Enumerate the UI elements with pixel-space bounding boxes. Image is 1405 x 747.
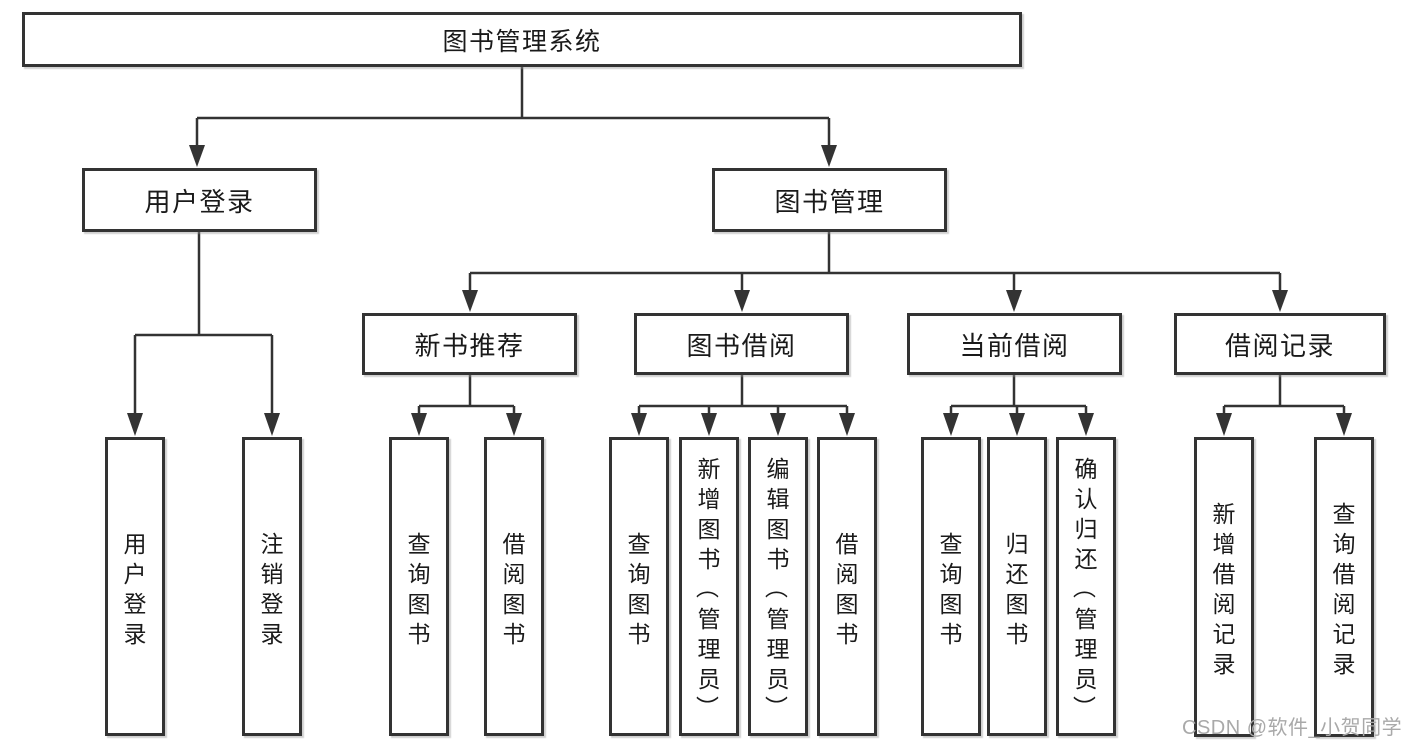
arrowhead <box>264 413 280 436</box>
node-borrow-records: 借阅记录 <box>1174 313 1386 375</box>
node-label: 查询图书 <box>939 530 963 647</box>
node-label: 借阅图书 <box>502 530 526 647</box>
node-label: 查询借阅记录 <box>1332 501 1356 677</box>
arrowhead <box>631 413 647 436</box>
node-new-book-recommend: 新书推荐 <box>362 313 577 375</box>
arrowhead <box>462 290 478 312</box>
node-label: 注销登录 <box>260 530 284 647</box>
arrowhead <box>1006 290 1022 312</box>
arrowhead <box>1009 413 1025 436</box>
node-label: 用户登录 <box>123 530 147 647</box>
node-book-borrow: 图书借阅 <box>634 313 849 375</box>
connector-user-login <box>133 232 274 414</box>
arrowhead <box>189 145 205 167</box>
arrowhead <box>1336 413 1352 436</box>
arrowhead <box>839 413 855 436</box>
node-label: 借阅记录 <box>1224 330 1335 361</box>
connector-book-management <box>468 232 1282 291</box>
leaf-return-books: 归还图书 <box>987 437 1047 736</box>
node-label: 图书借阅 <box>686 330 797 361</box>
arrowhead <box>734 290 750 312</box>
leaf-query-borrow-record: 查询借阅记录 <box>1314 437 1374 737</box>
arrowhead <box>701 413 717 436</box>
node-label: 新增借阅记录 <box>1212 501 1236 677</box>
leaf-borrow-books: 借阅图书 <box>817 437 877 736</box>
node-label: 新增图书（管理员） <box>694 455 721 719</box>
node-label: 图书管理系统 <box>442 27 602 56</box>
node-label: 查询图书 <box>627 530 651 647</box>
leaf-confirm-return-admin: 确认归还（管理员） <box>1056 437 1116 736</box>
connector-current-borrow <box>949 375 1088 414</box>
leaf-edit-books-admin: 编辑图书（管理员） <box>748 437 808 736</box>
leaf-query-books-current: 查询图书 <box>921 437 981 736</box>
node-label: 归还图书 <box>1005 530 1029 647</box>
node-label: 查询图书 <box>407 530 431 647</box>
arrowhead <box>821 145 837 167</box>
node-label: 新书推荐 <box>414 330 525 361</box>
arrowhead <box>506 413 522 436</box>
node-user-login: 用户登录 <box>82 168 317 232</box>
node-library-management-system: 图书管理系统 <box>22 12 1022 67</box>
csdn-watermark: CSDN @软件_小贺同学 <box>1182 717 1403 739</box>
arrowhead <box>411 413 427 436</box>
node-current-borrow: 当前借阅 <box>907 313 1122 375</box>
arrowhead <box>1216 413 1232 436</box>
node-label: 确认归还（管理员） <box>1071 455 1098 719</box>
arrowhead <box>1078 413 1094 436</box>
connector-new-books <box>417 375 516 414</box>
arrowhead <box>1272 290 1288 312</box>
leaf-borrow-books-recommend: 借阅图书 <box>484 437 544 736</box>
arrowhead <box>770 413 786 436</box>
node-label: 用户登录 <box>144 186 255 217</box>
arrowhead <box>943 413 959 436</box>
node-label: 当前借阅 <box>959 330 1070 361</box>
leaf-query-books-recommend: 查询图书 <box>389 437 449 736</box>
leaf-add-borrow-record: 新增借阅记录 <box>1194 437 1254 737</box>
connector-root <box>195 67 831 146</box>
connector-borrow-records <box>1222 375 1346 414</box>
leaf-logout: 注销登录 <box>242 437 302 736</box>
leaf-add-books-admin: 新增图书（管理员） <box>679 437 739 736</box>
node-label: 图书管理 <box>774 186 885 217</box>
node-label: 编辑图书（管理员） <box>763 455 790 719</box>
node-label: 借阅图书 <box>835 530 859 647</box>
leaf-query-books-borrow: 查询图书 <box>609 437 669 736</box>
leaf-user-login: 用户登录 <box>105 437 165 736</box>
node-book-management: 图书管理 <box>712 168 947 232</box>
connector-book-borrow <box>637 375 849 414</box>
arrowhead <box>127 413 143 436</box>
